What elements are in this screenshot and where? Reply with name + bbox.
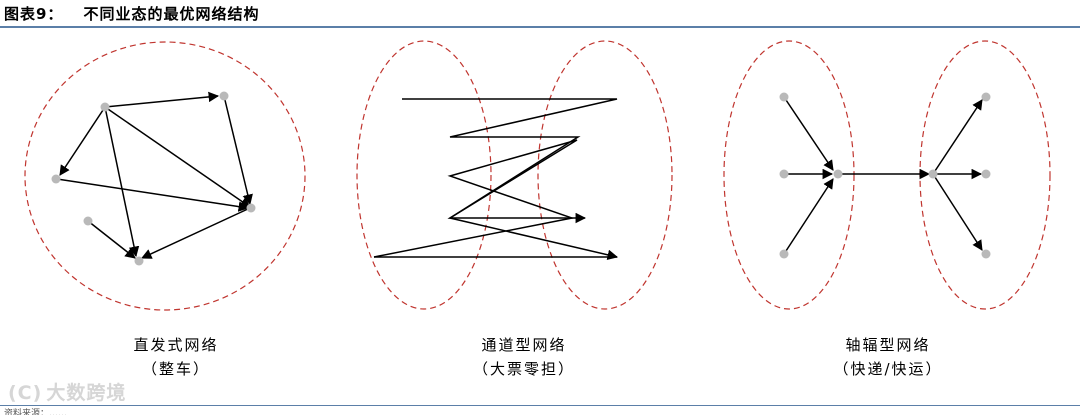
caption-sub: （大票零担）: [472, 360, 575, 378]
node: [779, 249, 789, 259]
caption-channel-network: 通道型网络 （大票零担）: [414, 333, 634, 381]
node: [246, 203, 256, 213]
edge: [104, 106, 140, 258]
footer-rule: [0, 405, 1080, 406]
edge: [56, 178, 250, 212]
caption-hub-spoke-network: 轴辐型网络 （快递/快运）: [778, 333, 998, 381]
caption-sub: （整车）: [141, 360, 210, 378]
caption-direct-network: 直发式网络 （整车）: [66, 333, 286, 381]
node: [83, 216, 93, 226]
edge: [104, 106, 251, 208]
figure-header: 图表9： 不同业态的最优网络结构: [0, 0, 1080, 30]
hub-node: [833, 169, 843, 179]
node: [981, 169, 991, 179]
edge: [141, 207, 251, 259]
channel-network: [356, 40, 673, 310]
boundary-ellipse: [537, 40, 673, 310]
node: [219, 91, 229, 101]
direct-network: [24, 41, 306, 311]
edge: [59, 106, 106, 176]
edge: [932, 99, 983, 175]
watermark-logo-icon: (C): [8, 382, 43, 404]
node: [134, 256, 144, 266]
boundary-ellipse: [356, 40, 492, 310]
figure-title: 图表9： 不同业态的最优网络结构: [4, 3, 259, 24]
caption-name: 轴辐型网络: [845, 336, 931, 354]
edge: [87, 220, 136, 259]
route-path: [402, 98, 618, 224]
node: [100, 102, 110, 112]
edge: [932, 173, 983, 251]
watermark-text: 大数跨境: [46, 382, 127, 404]
node: [779, 169, 789, 179]
hub-node: [928, 169, 938, 179]
edge: [104, 91, 220, 108]
node: [981, 92, 991, 102]
node: [981, 249, 991, 259]
edge: [223, 95, 253, 206]
caption-name: 直发式网络: [133, 336, 219, 354]
edge: [783, 96, 834, 171]
header-rule: [0, 26, 1080, 28]
watermark: (C)大数跨境: [8, 378, 126, 405]
caption-name: 通道型网络: [481, 336, 567, 354]
hub-spoke-network: [723, 40, 1051, 310]
figure-label: 图表9：: [4, 5, 64, 23]
caption-sub: （快递/快运）: [833, 360, 943, 378]
node: [51, 174, 61, 184]
boundary-ellipse: [24, 41, 306, 311]
figure-title-text: 不同业态的最优网络结构: [83, 5, 260, 23]
boundary-ellipse: [723, 40, 855, 310]
node: [779, 92, 789, 102]
route-path: [373, 139, 619, 260]
edge: [783, 178, 834, 255]
network-diagram: [24, 40, 1051, 311]
footer-source: 资料来源：……: [4, 409, 68, 415]
